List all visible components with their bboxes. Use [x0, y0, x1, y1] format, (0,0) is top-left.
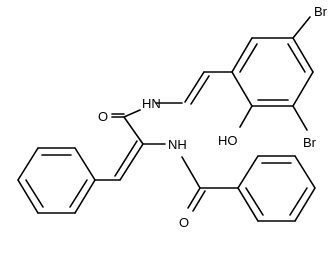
bond-ch-n — [184, 71, 205, 103]
phenyl-ring-left — [17, 147, 96, 214]
bond-ring1-b — [231, 37, 253, 73]
bond-ring1-c — [231, 71, 253, 107]
bond-ring3-inner-3 — [245, 187, 264, 216]
dibromophenol-ring — [231, 37, 314, 107]
phenyl-ring-right — [237, 155, 316, 222]
bond-ring1-e — [292, 71, 314, 107]
bond-ring3-inner-2 — [289, 187, 308, 216]
bond-ring3-a — [237, 155, 259, 189]
atom-label-carbonyl-oxygen-upper: O — [98, 109, 108, 124]
atom-label-hydroxyl: HO — [218, 133, 238, 148]
atom-label-amide-nh: NH — [168, 137, 187, 152]
bond-calpha-cbeta-double — [114, 140, 138, 177]
bond-ring1-inner-1 — [239, 43, 258, 73]
bond-ring2-c — [17, 147, 39, 181]
bond-nh-c — [181, 156, 201, 189]
bond-amide-co-b — [192, 190, 206, 212]
bond-nh-co — [123, 109, 141, 118]
bond-amide-co-a — [187, 187, 201, 209]
bond-ring3-d — [294, 187, 316, 222]
bond-ring3-c — [294, 155, 316, 189]
bond-ch-n-double — [190, 75, 210, 105]
bond-ring2-inner-2 — [25, 179, 44, 208]
bond-ring1-inner-3 — [287, 43, 306, 73]
bond-ring2-inner-3 — [69, 179, 88, 208]
atom-label-br-top: Br — [314, 4, 328, 19]
atom-label-br-bottom: Br — [303, 135, 317, 150]
bond-ring2-a — [74, 147, 96, 181]
bond-ring2-d — [17, 179, 39, 214]
bond-ring1-f — [292, 37, 314, 73]
atom-label-carbonyl-oxygen-lower: O — [179, 215, 189, 230]
bond-co-calpha — [123, 116, 144, 145]
bond-ring3-f — [237, 187, 259, 222]
bond-ring2-f — [74, 179, 96, 214]
atom-label-hydrazone-nh: HN — [142, 96, 161, 111]
bond-calpha-cbeta — [119, 143, 144, 181]
bond-c-br-bottom — [292, 105, 308, 131]
bond-c-br-top — [292, 16, 311, 39]
bond-c-oh — [239, 105, 253, 128]
